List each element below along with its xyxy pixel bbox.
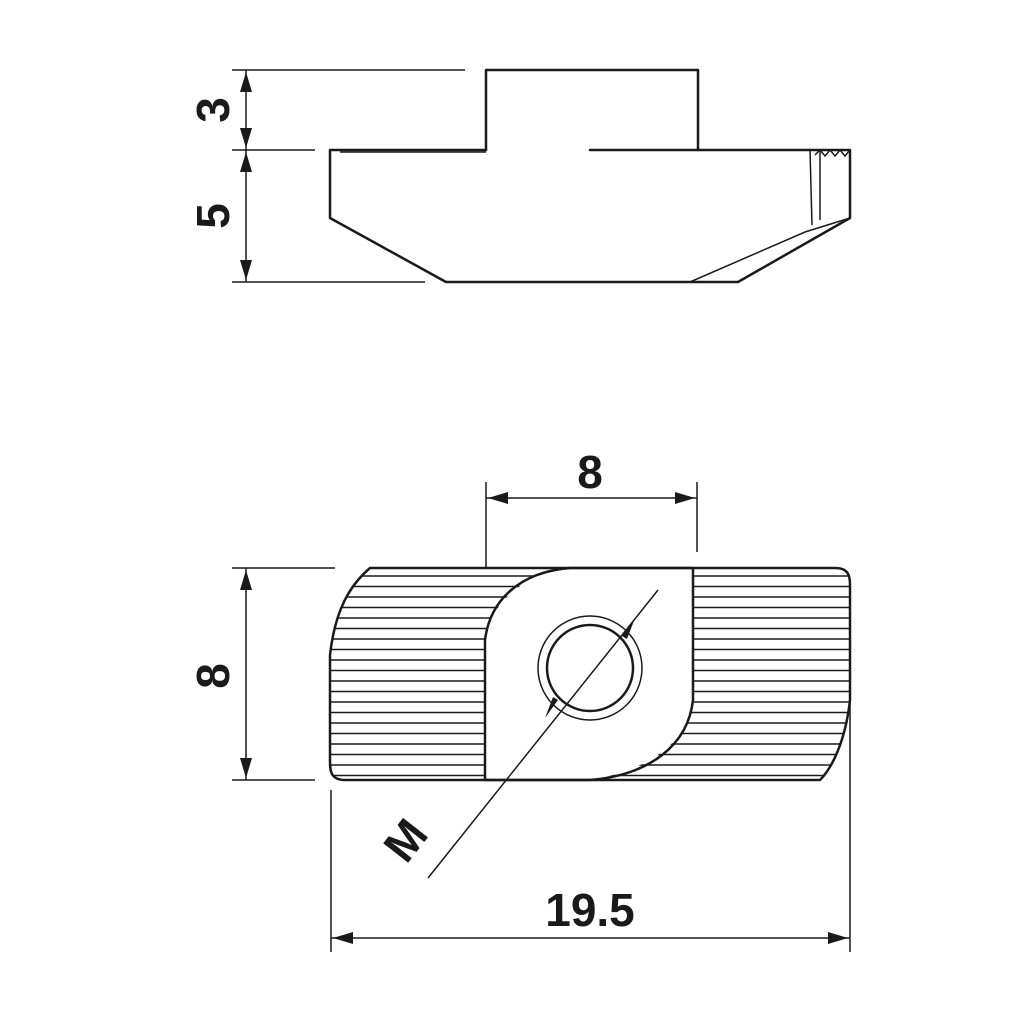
top-boss-outline <box>484 68 700 152</box>
dimension-label-length: 19.5 <box>545 884 635 936</box>
body-outline <box>328 148 852 284</box>
dimension-label-height-8: 8 <box>187 663 239 689</box>
thread-hole-outer <box>537 615 643 721</box>
dimension-label-5: 5 <box>187 203 239 229</box>
ribs-left <box>330 575 555 777</box>
dimension-top-height: 3 <box>187 69 465 151</box>
thread-hole-inner <box>545 623 635 713</box>
thread-serration <box>814 148 851 158</box>
dimension-body-height: 5 <box>187 150 425 283</box>
dimension-label-center-8: 8 <box>577 446 603 498</box>
thread-size-label: M <box>373 809 438 871</box>
center-flat-outline <box>483 566 695 782</box>
side-view: 3 5 <box>187 68 852 284</box>
ribs-right <box>590 575 850 777</box>
dimension-center-width: 8 <box>485 446 698 568</box>
dimension-overall-length: 19.5 <box>330 700 851 952</box>
spring-chamfer-lines <box>689 149 851 283</box>
top-view: M 8 8 19.5 <box>187 446 852 952</box>
dimension-overall-height: 8 <box>187 567 335 781</box>
dimension-label-3: 3 <box>187 97 239 123</box>
